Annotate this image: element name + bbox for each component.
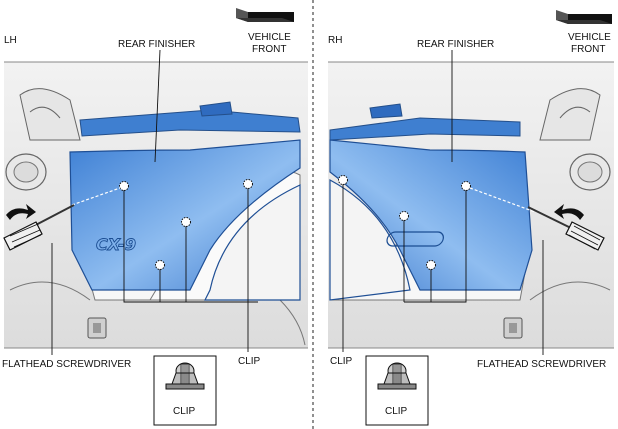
- rh-clip-marker: [461, 181, 471, 191]
- lh-screwdriver-icon: [3, 204, 75, 251]
- lh-vehicle-front-line2: FRONT: [252, 44, 286, 55]
- rh-vehicle-front-line1: VEHICLE: [568, 32, 611, 43]
- rh-rear-finisher: [329, 139, 533, 291]
- rh-inset-label: CLIP: [385, 406, 408, 417]
- lh-clip-marker: [155, 260, 165, 270]
- rh-tool-label: FLATHEAD SCREWDRIVER: [477, 359, 606, 370]
- rh-badge-emblem: [386, 231, 444, 247]
- lh-clip-marker: [243, 179, 253, 189]
- lh-clip-icon: [165, 362, 205, 390]
- rh-clip-label: CLIP: [330, 356, 353, 367]
- lh-finisher-label: REAR FINISHER: [118, 39, 195, 50]
- lh-panel: CX-9 LH REA: [2, 8, 308, 426]
- rh-clip-marker: [338, 175, 348, 185]
- rh-finisher-arch: [329, 178, 411, 301]
- lh-clip-markers: [119, 179, 253, 270]
- rh-clip-inset: CLIP: [365, 355, 429, 426]
- lh-tool-label: FLATHEAD SCREWDRIVER: [2, 359, 131, 370]
- rh-vehicle-front-line2: FRONT: [571, 44, 605, 55]
- lh-clip-label: CLIP: [238, 356, 261, 367]
- rh-clip-marker: [399, 211, 409, 221]
- rh-rotate-arrow-icon: [554, 204, 584, 220]
- lh-rear-finisher: [69, 139, 301, 291]
- lh-inset-label: CLIP: [173, 406, 196, 417]
- rh-screwdriver-icon: [527, 206, 605, 251]
- rh-clip-marker: [426, 260, 436, 270]
- lh-side-label: LH: [4, 35, 17, 46]
- rh-clip-icon: [377, 362, 417, 390]
- rh-vehicle-front-arrow-icon: [556, 10, 612, 24]
- lh-finisher-arch: [204, 184, 301, 301]
- lh-clip-marker: [181, 217, 191, 227]
- rh-side-label: RH: [328, 35, 342, 46]
- lh-rotate-arrow-icon: [6, 204, 36, 220]
- lh-badge-emblem: CX-9: [96, 235, 136, 254]
- lh-clip-marker: [119, 181, 129, 191]
- lh-clip-inset: CLIP: [153, 355, 217, 426]
- lh-vehicle-front-line1: VEHICLE: [248, 32, 291, 43]
- rh-clip-markers: [338, 175, 471, 270]
- rh-finisher-label: REAR FINISHER: [417, 39, 494, 50]
- lh-vehicle-front-arrow-icon: [236, 8, 294, 22]
- rh-panel: RH REAR FINISHER VEHICLE FRONT FLATHEAD …: [328, 10, 614, 426]
